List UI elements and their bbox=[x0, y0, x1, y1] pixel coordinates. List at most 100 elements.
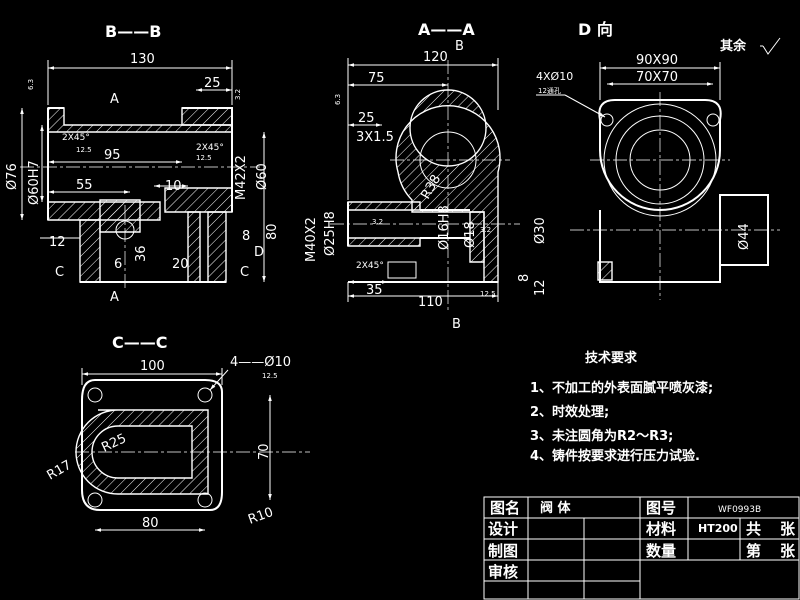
bb-dim-80: 80 bbox=[265, 223, 280, 240]
tech-item-3: 3、未注圆角为R2～R3; bbox=[530, 428, 673, 444]
tb-page: 第 bbox=[746, 542, 761, 560]
d-dim-phi44: Ø44 bbox=[737, 223, 752, 250]
d-dim-70: 70X70 bbox=[636, 70, 678, 85]
d-dim-90: 90X90 bbox=[636, 53, 678, 68]
bb-rough-1: 12.5 bbox=[76, 146, 92, 154]
tech-item-1: 1、不加工的外表面腻平喷灰漆; bbox=[530, 380, 713, 396]
aa-rough-3: 12.5 bbox=[480, 290, 496, 298]
cc-dim-100: 100 bbox=[140, 359, 165, 374]
tech-title: 技术要求 bbox=[585, 350, 638, 366]
aa-dim-m40: M40X2 bbox=[304, 217, 319, 262]
cc-outline bbox=[81, 379, 223, 511]
view-d-title: D 向 bbox=[578, 20, 613, 39]
aa-rough-4: 3.2 bbox=[480, 226, 491, 234]
tb-material-label: 材料 bbox=[646, 520, 676, 538]
tb-material-value: HT200 bbox=[698, 522, 738, 535]
aa-mark-b-top: B bbox=[455, 39, 464, 54]
bb-rough-3: 6.3 bbox=[27, 79, 35, 90]
bb-dim-55: 55 bbox=[76, 178, 93, 193]
aa-dim-phi18: Ø18 bbox=[463, 221, 478, 248]
aa-dim-8: 8 bbox=[517, 274, 532, 282]
tech-item-2: 2、时效处理; bbox=[530, 404, 609, 420]
bb-mark-d: D bbox=[254, 245, 264, 260]
view-bb-title: B——B bbox=[105, 22, 161, 41]
bb-right-leg-a bbox=[187, 211, 201, 283]
view-cc: C——C 100 4——Ø10 12.5 R25 R17 70 80 R10 bbox=[45, 333, 310, 532]
bb-rough-2: 12.5 bbox=[196, 154, 212, 162]
d-dim-holes: 4XØ10 bbox=[536, 70, 573, 83]
view-aa-title: A——A bbox=[418, 20, 475, 39]
aa-dim-phi25h8: Ø25H8 bbox=[323, 211, 338, 256]
aa-mark-b-bottom: B bbox=[452, 317, 461, 332]
tb-qty-label: 数量 bbox=[646, 542, 676, 560]
tech-requirements: 技术要求 1、不加工的外表面腻平喷灰漆; 2、时效处理; 3、未注圆角为R2～R… bbox=[530, 350, 713, 464]
view-bb: B——B 130 25 95 55 10 12 6 36 20 8 80 bbox=[5, 22, 280, 305]
bb-dim-phi60h7: Ø60H7 bbox=[27, 160, 42, 205]
bb-mark-a-top: A bbox=[110, 92, 119, 107]
tb-sheet1: 张 bbox=[780, 520, 796, 538]
bb-right-top bbox=[181, 107, 233, 126]
tb-draw: 制图 bbox=[488, 542, 518, 560]
bb-boss bbox=[99, 199, 141, 233]
d-dim-holes-sub: 12通孔 bbox=[538, 86, 561, 95]
tb-design: 设计 bbox=[488, 520, 518, 538]
cc-dim-holes: 4——Ø10 bbox=[230, 355, 291, 370]
aa-dim-3x15: 3X1.5 bbox=[356, 130, 394, 145]
aa-chamfer: 2X45° bbox=[356, 261, 384, 271]
bb-dim-36: 36 bbox=[134, 245, 149, 262]
tb-name-label: 图名 bbox=[490, 499, 520, 517]
aa-dim-110: 110 bbox=[418, 295, 443, 310]
tech-item-4: 4、铸件按要求进行压力试验. bbox=[530, 448, 700, 464]
aa-rough-2: 3.2 bbox=[372, 218, 383, 226]
cc-hole-1 bbox=[87, 387, 103, 403]
bb-mark-c-right: C bbox=[240, 265, 249, 280]
bb-mark-a-bottom: A bbox=[110, 290, 119, 305]
bb-dim-130: 130 bbox=[130, 52, 155, 67]
view-d: D 向 其余 90X90 70X70 4XØ10 12通孔 Ø44 bbox=[536, 20, 781, 300]
aa-right-wall bbox=[469, 211, 485, 263]
tb-no-label: 图号 bbox=[646, 499, 676, 517]
cc-hole-2 bbox=[197, 387, 213, 403]
bb-dim-6: 6 bbox=[114, 257, 122, 272]
aa-dim-25: 25 bbox=[358, 111, 375, 126]
bb-mark-c-left: C bbox=[55, 265, 64, 280]
aa-dim-12: 12 bbox=[533, 279, 548, 296]
bb-dim-m42: M42X2 bbox=[234, 155, 249, 200]
title-block: 图名 阀 体 图号 WF0993B 设计 制图 审核 材料 HT200 数量 共… bbox=[483, 496, 800, 600]
cc-wall bbox=[75, 409, 209, 495]
view-aa: A——A B B 120 75 25 3X1.5 R38 M40X2 Ø25H8… bbox=[304, 20, 548, 332]
bb-dim-phi60: Ø60 bbox=[255, 163, 270, 190]
bb-dim-12: 12 bbox=[49, 235, 66, 250]
aa-dim-75: 75 bbox=[368, 71, 385, 86]
cc-dim-r10: R10 bbox=[246, 505, 275, 528]
bb-chamfer-2: 2X45° bbox=[196, 143, 224, 153]
aa-dim-120: 120 bbox=[423, 50, 448, 65]
view-cc-title: C——C bbox=[112, 333, 167, 352]
rough-symbol bbox=[760, 37, 781, 55]
cc-dim-80: 80 bbox=[142, 516, 159, 531]
tb-name-value: 阀 体 bbox=[540, 500, 572, 516]
bb-dim-95: 95 bbox=[104, 148, 121, 163]
bb-right-leg-b bbox=[207, 211, 227, 283]
bb-dim-8: 8 bbox=[242, 229, 250, 244]
bb-dim-10: 10 bbox=[165, 179, 182, 194]
tb-check: 审核 bbox=[488, 563, 518, 581]
cc-dim-r17: R17 bbox=[45, 458, 75, 484]
bb-dim-phi76: Ø76 bbox=[5, 163, 20, 190]
cc-hole-4 bbox=[197, 492, 213, 508]
cc-hole-3 bbox=[87, 492, 103, 508]
bb-dim-25: 25 bbox=[204, 76, 221, 91]
bb-chamfer-1: 2X45° bbox=[62, 133, 90, 143]
surface-note: 其余 bbox=[720, 38, 747, 54]
cc-dim-70: 70 bbox=[257, 443, 272, 460]
d-hole-2 bbox=[706, 113, 720, 127]
cc-dim-holes-r: 12.5 bbox=[262, 372, 278, 380]
bb-rough-4: 3.2 bbox=[234, 89, 242, 100]
tb-sheet2: 张 bbox=[780, 542, 796, 560]
aa-dim-phi16h8: Ø16H8 bbox=[437, 205, 452, 250]
bb-dim-20: 20 bbox=[172, 257, 189, 272]
aa-rough-1: 6.3 bbox=[334, 94, 342, 105]
tb-no-value: WF0993B bbox=[718, 505, 761, 515]
